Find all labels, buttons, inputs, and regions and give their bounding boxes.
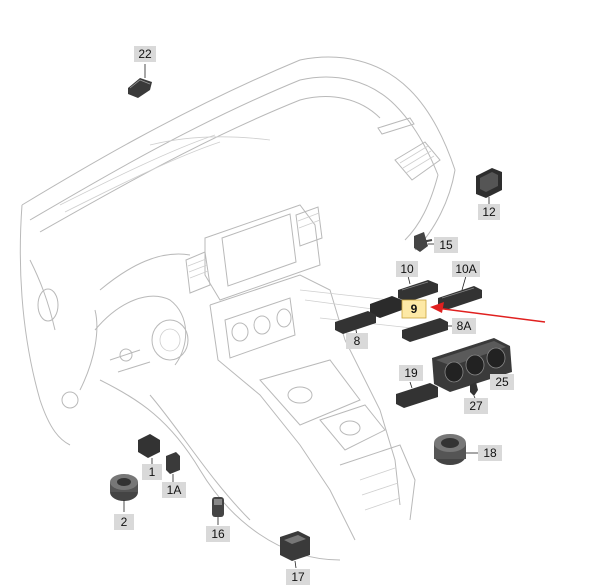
callout-22-box: [134, 46, 156, 62]
part-9-switch: [370, 296, 402, 318]
callout-27: 27: [469, 399, 483, 413]
part-10a-switch: [438, 286, 482, 310]
callout-1a: 1A: [167, 483, 182, 497]
part-25-climate-panel: [432, 338, 512, 392]
callout-10a: 10A: [455, 262, 476, 276]
part-2-rotary-switch: [110, 474, 138, 501]
part-1-switch: [138, 434, 160, 458]
callout-9: 9: [411, 302, 418, 316]
callout-17: 17: [291, 570, 305, 584]
callout-15: 15: [439, 238, 453, 252]
callout-25: 25: [495, 375, 509, 389]
callout-8: 8: [354, 334, 361, 348]
highlight-arrow: [430, 302, 546, 323]
callout-8a: 8A: [457, 319, 472, 333]
callout-12: 12: [482, 205, 496, 219]
callout-18: 18: [483, 446, 497, 460]
callout-labels: 22 12 15 10 10A 9 8A 8 19 25 27 18: [114, 46, 514, 585]
part-22-clip: [128, 78, 152, 98]
callout-1: 1: [149, 465, 156, 479]
callout-19: 19: [404, 366, 418, 380]
callout-16: 16: [211, 527, 225, 541]
callout-10: 10: [400, 262, 414, 276]
part-1a-switch: [166, 452, 180, 474]
part-8a-switch: [402, 318, 448, 342]
part-19-switch: [396, 383, 438, 408]
part-27-fastener: [470, 382, 478, 396]
callout-9-box: [401, 299, 427, 319]
part-10-switch: [398, 280, 438, 302]
part-18-rotary-switch: [434, 434, 466, 465]
part-15-sensor: [414, 232, 428, 252]
part-17-switch-module: [280, 531, 310, 561]
parts: [110, 78, 512, 561]
part-8-switch: [335, 311, 376, 334]
part-16-bulb: [212, 497, 224, 517]
callout-2: 2: [121, 515, 128, 529]
callout-22: 22: [138, 47, 152, 61]
